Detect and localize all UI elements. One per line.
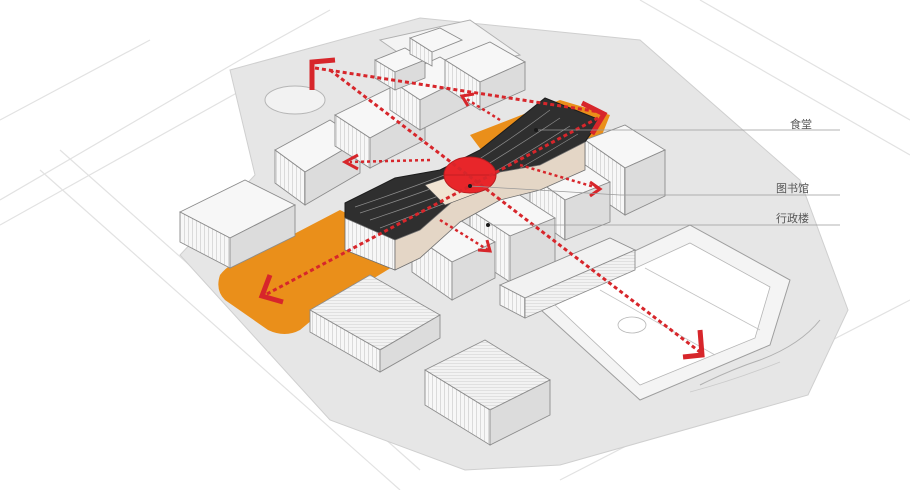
arrow-branch-4 bbox=[439, 218, 493, 253]
leader-library bbox=[469, 185, 840, 196]
leader-lines bbox=[468, 128, 840, 227]
arrow-main-diagonal bbox=[329, 68, 705, 360]
gymnasium bbox=[309, 274, 441, 373]
sports-field bbox=[529, 224, 821, 401]
auditorium bbox=[424, 339, 551, 446]
arrow-ne bbox=[309, 57, 608, 136]
arrow-branch-2 bbox=[459, 92, 501, 122]
label-library: 图书馆 bbox=[776, 181, 809, 195]
building-row-south bbox=[498, 237, 637, 319]
building-west bbox=[179, 179, 297, 269]
arrow-branch-1 bbox=[341, 153, 431, 171]
building-n-small bbox=[373, 27, 464, 91]
building-nw-4 bbox=[444, 41, 526, 111]
label-admin: 行政楼 bbox=[776, 211, 809, 225]
label-canteen: 食堂 bbox=[790, 117, 812, 131]
arrow-sw bbox=[258, 116, 599, 305]
axis-arrows bbox=[258, 57, 705, 360]
